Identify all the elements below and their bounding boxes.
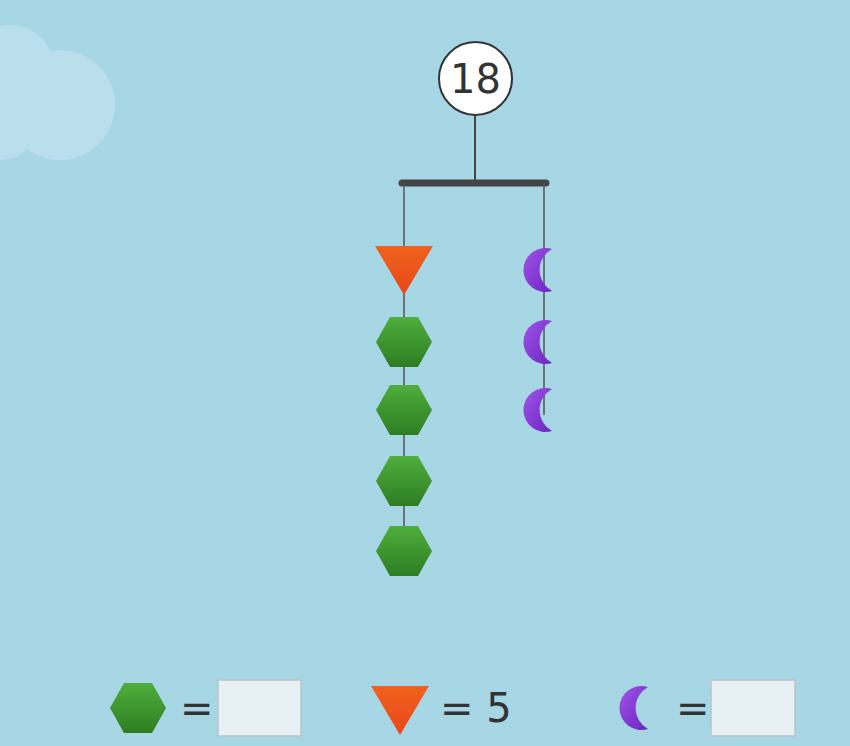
hexagon-shape [376,526,432,576]
triangle-shape [375,246,433,295]
mobile-bar [402,180,546,187]
hexagon-shape [376,317,432,367]
hanging-string [474,112,476,183]
cloud [0,25,115,160]
moon-shape [523,320,552,364]
equation-text: = 5 [440,688,512,728]
sum-number: 18 [450,56,501,102]
hexagon-shape [376,385,432,435]
answer-box [218,680,301,736]
moon-shape [619,686,648,730]
moon-shape [523,248,552,292]
right-string [543,183,545,415]
sum-circle: 18 [438,41,513,116]
equation-text: = [180,688,214,728]
equation-text: = [676,688,710,728]
hexagon-shape [110,683,166,733]
triangle-shape [371,686,429,735]
hexagon-shape [376,456,432,506]
answer-box [711,680,795,736]
moon-shape [523,388,552,432]
